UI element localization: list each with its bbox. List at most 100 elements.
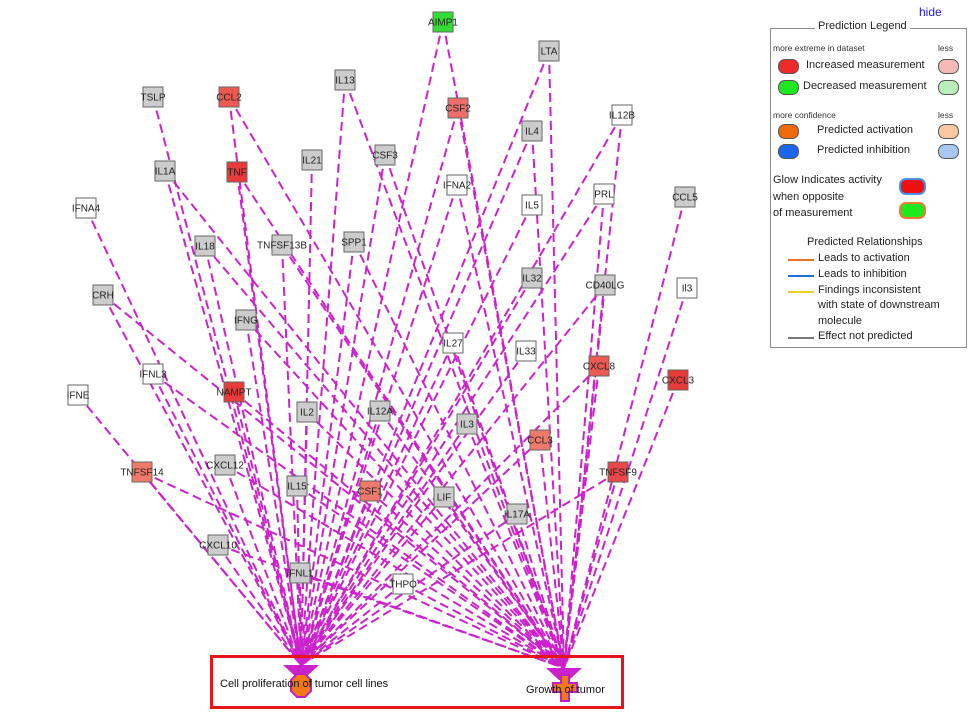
gene-node-label: IL33: [516, 347, 536, 358]
edge-il2-to-cell-prolif: [300, 411, 308, 666]
edge-il4-to-growth: [531, 130, 565, 669]
gene-node-il12a[interactable]: IL12A: [367, 400, 393, 422]
gene-node-cxcl12[interactable]: CXCL12: [206, 454, 244, 476]
gene-node-il15[interactable]: IL15: [286, 475, 308, 497]
rel-inhibition-label: Leads to inhibition: [818, 268, 907, 280]
growth-of-tumor-node[interactable]: [552, 674, 578, 702]
gene-node-ifne[interactable]: IFNE: [67, 384, 90, 406]
gene-node-ccl2[interactable]: CCL2: [216, 86, 242, 108]
gene-node-box: [594, 274, 616, 296]
edge-cxcl10-to-cell-prolif: [217, 544, 302, 666]
gene-node-cxcl8[interactable]: CXCL8: [583, 355, 616, 377]
edge-il17a-to-growth: [516, 513, 565, 669]
gene-node-aimp1[interactable]: AIMP1: [428, 11, 458, 33]
gene-node-ifna2[interactable]: IFNA2: [443, 174, 472, 196]
gene-node-ifnl3[interactable]: IFNL3: [139, 363, 167, 385]
gene-node-il12b[interactable]: IL12B: [609, 104, 635, 126]
gene-node-cd40lg[interactable]: CD40LG: [586, 274, 625, 296]
rel-not-predicted-label: Effect not predicted: [818, 330, 913, 342]
gene-node-tslp[interactable]: TSLP: [140, 86, 166, 108]
glow-green-swatch: [899, 202, 926, 219]
edge-ifnl3-to-cell-prolif: [152, 373, 302, 666]
gene-node-il5[interactable]: IL5: [521, 194, 543, 216]
gene-node-ifng[interactable]: IFNG: [234, 309, 258, 331]
gene-node-prl[interactable]: PRL: [593, 183, 615, 205]
edge-cd40lg-to-cell-prolif: [300, 284, 606, 666]
gene-node-il33[interactable]: IL33: [515, 340, 537, 362]
edge-il1a-to-growth: [164, 170, 565, 669]
rel-inhibition-line: [788, 275, 814, 277]
gene-node-lif[interactable]: LIF: [433, 486, 455, 508]
gene-node-box: [67, 384, 89, 406]
edge-ccl2-to-growth: [228, 96, 565, 669]
arrowhead-fan-cell-prolif: [283, 665, 319, 677]
gene-node-tnfsf14[interactable]: TNFSF14: [120, 461, 164, 483]
gene-node-label: IL12B: [609, 111, 635, 122]
gene-node-box: [334, 69, 356, 91]
gene-node-il21[interactable]: IL21: [301, 149, 323, 171]
edge-il12a-to-cell-prolif: [300, 410, 381, 666]
gene-node-csf3[interactable]: CSF3: [372, 144, 398, 166]
edge-ifng-to-cell-prolif: [245, 319, 302, 666]
gene-node-box: [207, 534, 229, 556]
gene-node-label: IFNL1: [286, 569, 314, 580]
gene-node-ifna4[interactable]: IFNA4: [72, 197, 101, 219]
gene-node-il4[interactable]: IL4: [521, 120, 543, 142]
gene-node-il3[interactable]: IL3: [456, 413, 478, 435]
gene-node-box: [92, 284, 114, 306]
gene-node-ccl5[interactable]: CCL5: [672, 186, 698, 208]
gene-node-nampt[interactable]: NAMPT: [217, 381, 252, 403]
gene-node-label: TNFSF9: [599, 468, 637, 479]
hide-legend-link[interactable]: hide: [919, 5, 942, 19]
edge-il13-to-growth: [344, 79, 565, 669]
gene-node-thpo[interactable]: THPO: [389, 573, 417, 595]
edge-il5-to-cell-prolif: [300, 204, 533, 666]
rel-inconsistent-label-2: with state of downstream: [818, 299, 940, 311]
gene-node-lta[interactable]: LTA: [538, 40, 560, 62]
cell-proliferation-label: Cell proliferation of tumor cell lines: [220, 678, 389, 690]
edge-prl-to-cell-prolif: [300, 193, 605, 666]
legend-less-label-2: less: [938, 110, 954, 120]
gene-node-crh[interactable]: CRH: [92, 284, 114, 306]
gene-node-tnfsf13b[interactable]: TNFSF13B: [257, 234, 307, 256]
gene-node-il17a[interactable]: IL17A: [504, 503, 530, 525]
gene-node-cxcl10[interactable]: CXCL10: [199, 534, 237, 556]
prediction-legend: Prediction Legend more extreme in datase…: [770, 20, 967, 348]
edge-il18-to-growth: [204, 245, 565, 669]
gene-node-tnfsf9[interactable]: TNFSF9: [599, 461, 637, 483]
edge-ccl3-to-growth: [539, 439, 565, 669]
gene-node-label: TNFSF14: [120, 468, 164, 479]
gene-node-il1a[interactable]: IL1A: [154, 160, 176, 182]
gene-node-label: PRL: [594, 190, 614, 201]
gene-node-label: AIMP1: [428, 18, 458, 29]
gene-node-box: [296, 401, 318, 423]
edge-tnfsf13b-to-growth: [281, 244, 565, 669]
gene-node-cxcl3[interactable]: CXCL3: [662, 369, 695, 391]
gene-node-spp1[interactable]: SPP1: [341, 231, 367, 253]
gene-node-il27[interactable]: IL27: [442, 332, 464, 354]
gene-node-csf1[interactable]: CSF1: [357, 480, 383, 502]
edge-spp1-to-cell-prolif: [300, 241, 355, 666]
edge-cxcl8-to-growth: [563, 365, 600, 669]
gene-node-il3[interactable]: Il3: [676, 277, 698, 299]
gene-node-box: [521, 120, 543, 142]
edge-cxcl10-to-growth: [217, 544, 565, 669]
gene-node-box: [588, 355, 610, 377]
edge-cxcl12-to-cell-prolif: [224, 464, 302, 666]
gene-node-il2[interactable]: IL2: [296, 401, 318, 423]
edge-spp1-to-growth: [353, 241, 565, 669]
gene-node-il13[interactable]: IL13: [334, 69, 356, 91]
gene-node-label: IFNA2: [443, 181, 472, 192]
gene-node-ifnl1[interactable]: IFNL1: [286, 562, 314, 584]
edge-ifnl1-to-cell-prolif: [299, 572, 302, 666]
gene-node-il32[interactable]: IL32: [521, 267, 543, 289]
gene-node-tnf[interactable]: TNF: [226, 161, 248, 183]
growth-of-tumor-label: Growth of tumor: [526, 684, 605, 696]
gene-node-csf2[interactable]: CSF2: [445, 97, 471, 119]
gene-node-il18[interactable]: IL18: [194, 235, 216, 257]
gene-node-ccl3[interactable]: CCL3: [527, 429, 553, 451]
gene-node-label: IL13: [335, 76, 355, 87]
cell-proliferation-node[interactable]: [290, 673, 312, 698]
